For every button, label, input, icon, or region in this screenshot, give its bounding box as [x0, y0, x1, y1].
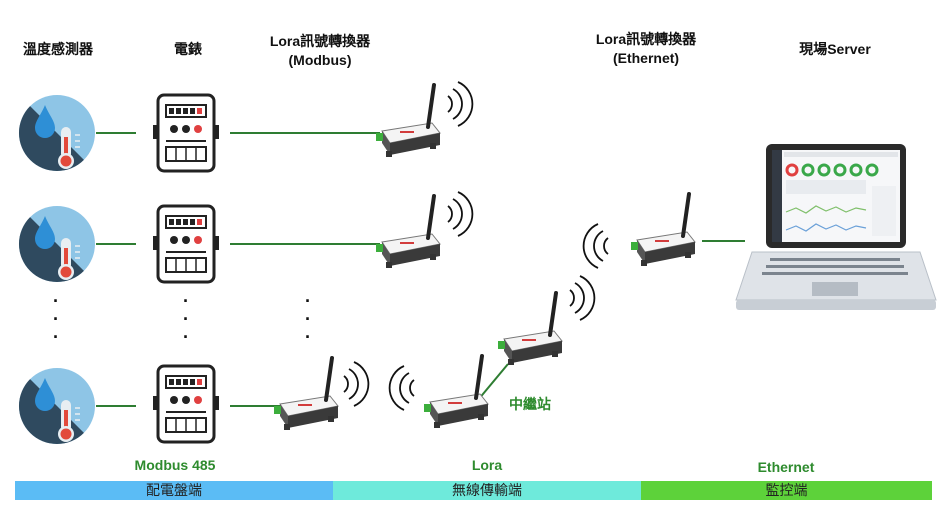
dot: ·: [305, 291, 311, 311]
wireless-signal-icon: [447, 191, 474, 237]
wireless-signal-icon: [447, 81, 474, 127]
temperature-sensor-icon: [18, 367, 96, 445]
dot: ·: [53, 327, 59, 347]
temperature-sensor-icon: [18, 94, 96, 172]
label-ethernet: Ethernet: [757, 459, 815, 475]
ellipsis-dots-sensor: · · ·: [53, 292, 59, 346]
lora-relay-icon: [496, 291, 564, 367]
wireless-signal-icon: [343, 361, 370, 407]
band-wireless-transmission: 無線傳輸端: [333, 481, 641, 500]
dot: ·: [53, 291, 59, 311]
dot: ·: [183, 327, 189, 347]
header-server: 現場Server: [799, 41, 871, 57]
dot: ·: [305, 309, 311, 329]
band-distribution-panel: 配電盤端: [15, 481, 333, 500]
label-lora: Lora: [471, 457, 503, 473]
electric-meter-icon: [151, 204, 221, 284]
lora-ethernet-converter-icon: [629, 192, 697, 268]
dot: ·: [183, 309, 189, 329]
band-monitoring: 監控端: [641, 481, 932, 500]
electric-meter-icon: [151, 364, 221, 444]
laptop-server-icon: [735, 144, 937, 310]
ellipsis-dots-meter: · · ·: [183, 292, 189, 346]
wireless-signal-icon: [388, 365, 415, 411]
header-lora-ethernet-line1: Lora訊號轉換器: [595, 31, 697, 47]
dot: ·: [183, 291, 189, 311]
lora-modbus-converter-icon: [272, 356, 340, 432]
header-lora-ethernet: Lora訊號轉換器 (Ethernet): [576, 30, 716, 68]
header-lora-ethernet-line2: (Ethernet): [612, 50, 680, 66]
label-relay-station: 中繼站: [509, 396, 551, 412]
electric-meter-icon: [151, 93, 221, 173]
wireless-signal-icon: [582, 223, 609, 269]
header-lora-modbus-line1: Lora訊號轉換器: [269, 33, 371, 49]
dot: ·: [53, 309, 59, 329]
header-lora-modbus: Lora訊號轉換器 (Modbus): [250, 32, 390, 70]
link-gateway-relay: [477, 363, 509, 401]
lora-receiver-icon: [422, 354, 490, 430]
temperature-sensor-icon: [18, 205, 96, 283]
label-modbus: Modbus 485: [134, 457, 216, 473]
wireless-signal-icon: [569, 275, 596, 321]
header-meter: 電錶: [174, 41, 202, 57]
lora-modbus-converter-icon: [374, 194, 442, 270]
header-lora-modbus-line2: (Modbus): [288, 52, 352, 68]
connection-lines: [96, 132, 745, 407]
dot: ·: [305, 327, 311, 347]
lora-modbus-converter-icon: [374, 83, 442, 159]
ellipsis-dots-converter: · · ·: [305, 292, 311, 346]
header-temp-sensor: 溫度感測器: [23, 41, 93, 57]
